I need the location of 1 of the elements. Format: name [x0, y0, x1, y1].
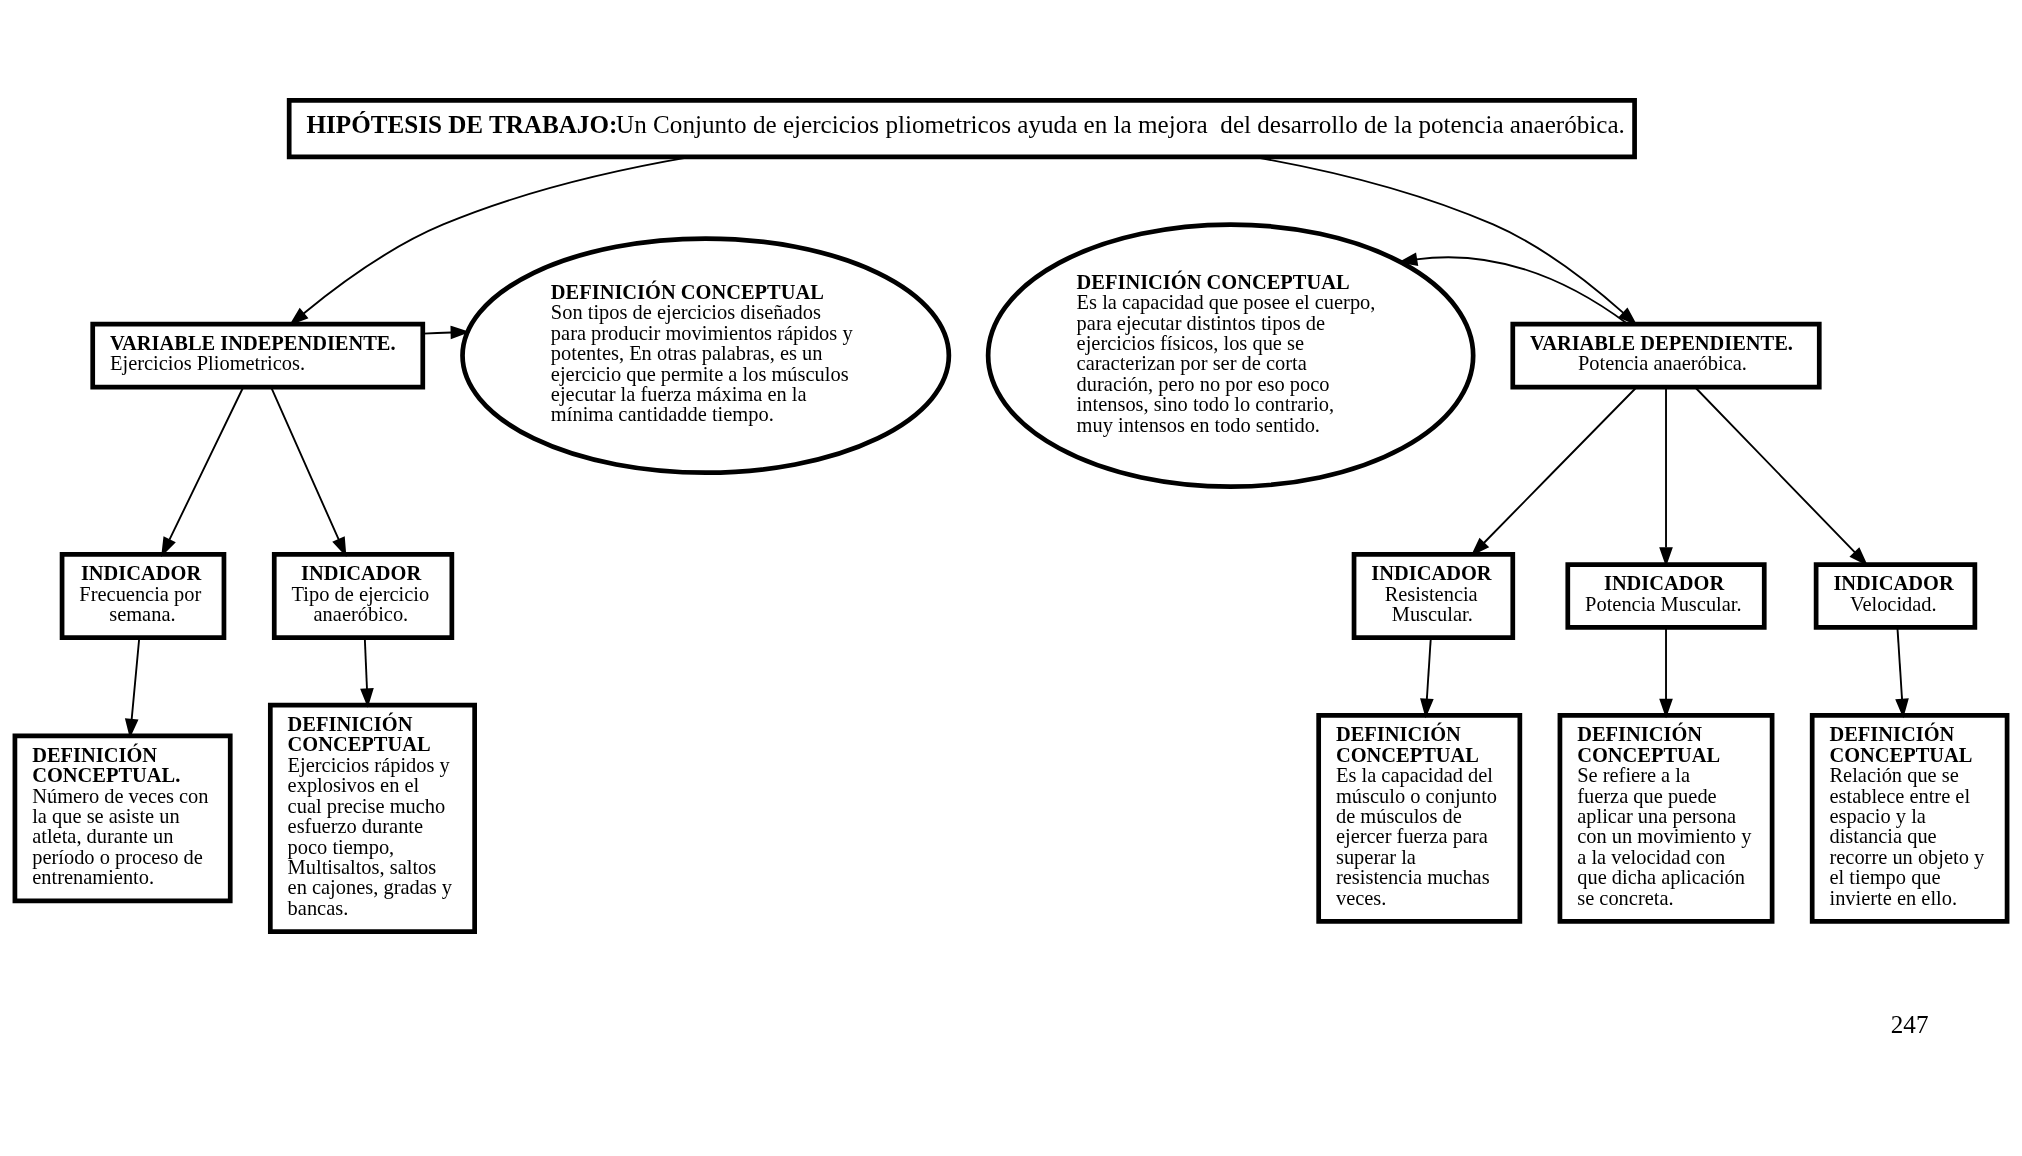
label: 247 — [1890, 1011, 1929, 1039]
